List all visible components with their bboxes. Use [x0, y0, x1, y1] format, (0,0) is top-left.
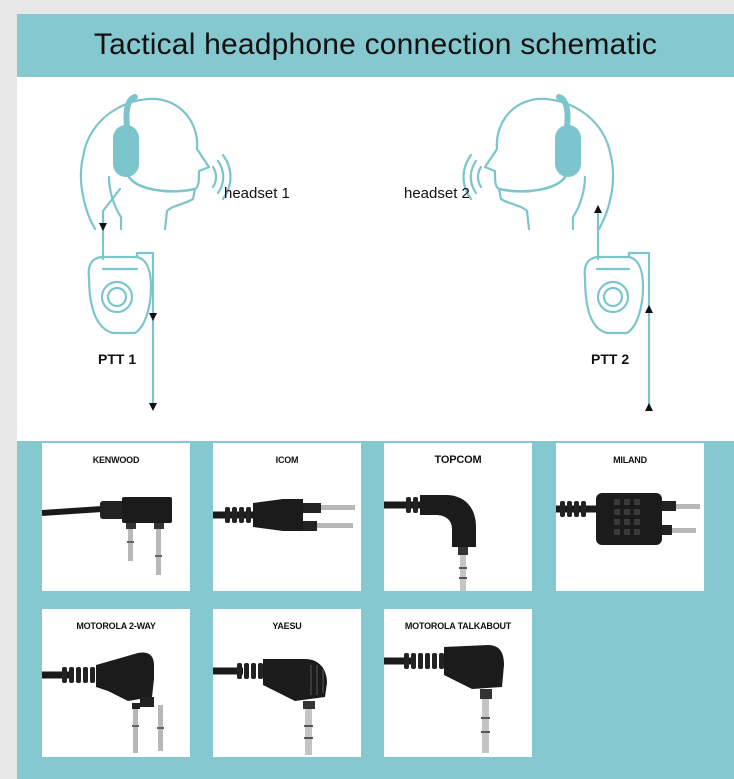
connector-label: KENWOOD	[92, 455, 140, 465]
plug-single-angled-icon	[384, 495, 476, 591]
ptt-left-label: PTT 1	[98, 351, 137, 367]
plug-dual-pin-icon	[213, 499, 355, 531]
ptt-right-icon	[583, 251, 651, 409]
connector-card-motorola-talkabout: MOTOROLA TALKABOUT	[384, 609, 532, 757]
connector-label: YAESU	[272, 621, 302, 631]
plug-dual-pin-icon	[556, 493, 700, 545]
connector-label: ICOM	[275, 455, 299, 465]
flow-arrows	[99, 205, 653, 411]
cable-left-down	[101, 187, 122, 249]
connector-label: MILAND	[613, 455, 647, 465]
connector-label: MOTOROLA 2-WAY	[76, 621, 156, 631]
schematic-area: headset 1 headset 2 PTT 1 PTT 2	[17, 77, 734, 441]
schematic-diagram	[79, 94, 653, 411]
connector-card-topcom: TOPCOM	[384, 443, 532, 591]
connector-card-icom: ICOM	[213, 443, 361, 591]
connector-card-yaesu: YAESU	[213, 609, 361, 757]
plug-single-angled-icon	[213, 659, 327, 755]
connector-label: MOTOROLA TALKABOUT	[404, 621, 512, 631]
connector-card-motorola-2-way: MOTOROLA 2-WAY	[42, 609, 190, 757]
headset-left-label: headset 1	[224, 185, 290, 202]
plug-single-angled-icon	[384, 645, 504, 753]
schematic-frame: Tactical headphone connection schematic	[17, 14, 734, 779]
connector-label: TOPCOM	[434, 454, 482, 466]
connector-card-kenwood: KENWOOD	[42, 443, 190, 591]
plug-dual-pin-icon	[42, 497, 172, 575]
headset-right-label: headset 2	[404, 185, 470, 202]
headset-right-icon	[462, 94, 615, 231]
headset-left-icon	[79, 94, 232, 231]
connector-card-miland: MILAND	[556, 443, 704, 591]
ptt-right-label: PTT 2	[591, 351, 630, 367]
plug-dual-pin-icon	[42, 652, 164, 753]
ptt-left-icon	[87, 251, 155, 409]
page-title: Tactical headphone connection schematic	[93, 28, 658, 61]
